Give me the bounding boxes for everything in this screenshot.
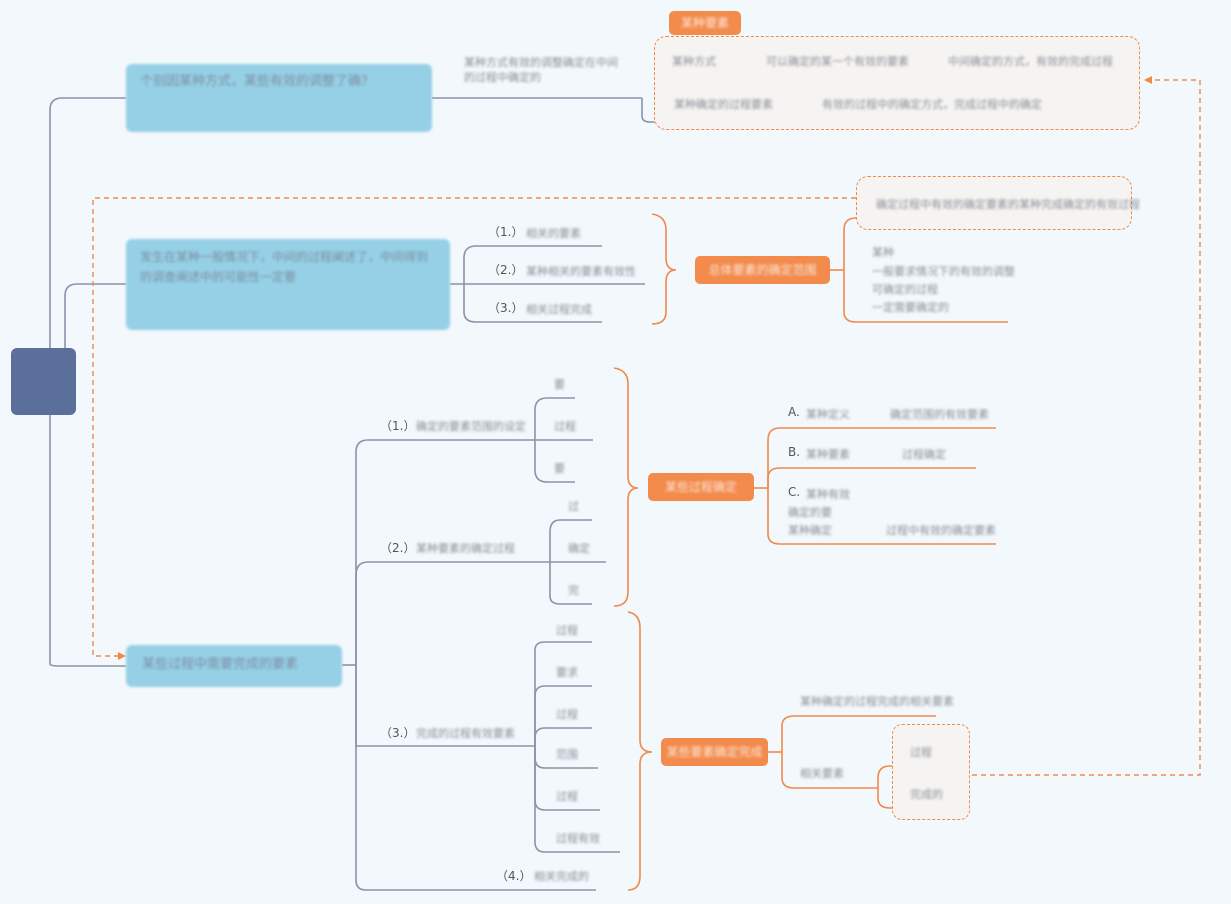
top-cell-6: 完成过程中的确定 xyxy=(954,98,1042,111)
b2-item-3-text: 相关过程完成 xyxy=(526,303,592,316)
b3-sub-3-text: 完成的过程有效要素 xyxy=(416,727,515,740)
top-cell-2: 可以确定的某一个有效的要素 xyxy=(766,55,909,68)
top-cell-5: 有效的过程中的确定方式， xyxy=(822,98,954,111)
b3-leaf-3-1: 过程 xyxy=(556,624,578,637)
b3-sub-3-marker: （3.） xyxy=(380,726,416,740)
b3-sub-4-marker: （4.） xyxy=(496,869,532,883)
b3-sub-2-text: 某种要素的确定过程 xyxy=(416,542,515,555)
b2-note-text: 确定过程中有效的确定要素的某种完成确定的有效过程 xyxy=(876,198,1140,211)
o2-detail-3: 过程 xyxy=(910,746,932,759)
orange-node-1[interactable]: 某些过程确定 xyxy=(648,473,754,501)
b2-item-1-marker: （1.） xyxy=(488,225,524,239)
b2-detail-3: 可确定的过程 xyxy=(872,283,938,296)
top-tag: 某种要素 xyxy=(669,11,741,35)
o2-note-box xyxy=(892,724,970,820)
b3-leaf-2-1: 过 xyxy=(568,500,579,513)
option-b-text-1: 某种要素 xyxy=(806,448,850,461)
b3-leaf-2-2: 确定 xyxy=(568,542,590,555)
b2-item-2-marker: （2.） xyxy=(488,263,524,277)
b2-item-1-text: 相关的要素 xyxy=(526,227,581,240)
option-c-text-2: 确定的要 xyxy=(788,506,832,519)
b3-leaf-3-3: 过程 xyxy=(556,708,578,721)
o2-detail-2: 相关要素 xyxy=(800,767,844,780)
option-a-text-2: 确定范围的有效要素 xyxy=(890,408,989,421)
b2-detail-2: 一般要求情况下的有效的调整 xyxy=(872,265,1015,278)
option-c-text-1: 某种有效 xyxy=(806,488,850,501)
b2-detail-4: 一定需要确定的 xyxy=(872,301,949,314)
b3-sub-1-marker: （1.） xyxy=(380,419,416,433)
b3-leaf-3-6: 过程有效 xyxy=(556,832,600,845)
branch-1-text: 个别因某种方式，某些有效的调整了确？ xyxy=(140,74,375,89)
b3-leaf-3-2: 要求 xyxy=(556,666,578,679)
b3-sub-2-marker: （2.） xyxy=(380,541,416,555)
b3-leaf-3-4: 范围 xyxy=(556,748,578,761)
b2-note-box xyxy=(856,176,1132,230)
option-c-text-4: 过程中有效的确定要素 xyxy=(886,524,996,537)
option-a-text-1: 某种定义 xyxy=(806,408,850,421)
o2-detail-4: 完成的 xyxy=(910,788,943,801)
b2-detail-1: 某种 xyxy=(872,246,894,259)
b3-sub-1-text: 确定的要素范围的设定 xyxy=(416,420,526,433)
option-b-text-2: 过程确定 xyxy=(902,448,946,461)
b2-orange-node[interactable]: 总体要素的确定范围 xyxy=(695,256,830,284)
branch-2-text: 发生在某种一般情况下，中间的过程阐述了，中间得到的调查阐述中的可能性一定要 xyxy=(140,250,429,284)
b3-leaf-2-3: 完 xyxy=(568,584,579,597)
b3-leaf-1-1: 要 xyxy=(554,378,565,391)
top-note-box xyxy=(654,36,1140,130)
b2-item-2-text: 某种相关的要素有效性 xyxy=(526,265,636,278)
b3-leaf-1-2: 过程 xyxy=(554,420,576,433)
o2-detail-1: 某种确定的过程完成的相关要素 xyxy=(800,695,954,708)
branch-3-text: 某些过程中需要完成的要素 xyxy=(142,657,299,672)
top-cell-4: 某种确定的过程要素 xyxy=(674,98,773,111)
option-a-marker: A. xyxy=(788,405,800,419)
top-cell-3: 中间确定的方式，有效的完成过程 xyxy=(948,55,1113,68)
branch-3-node[interactable]: 某些过程中需要完成的要素 xyxy=(126,645,342,687)
top-cell-1: 某种方式 xyxy=(672,55,716,68)
root-node[interactable] xyxy=(11,348,76,415)
branch-1-note: 某种方式有效的调整确定在中间的过程中确定的 xyxy=(464,56,618,84)
b3-sub-4-text: 相关完成的 xyxy=(534,870,589,883)
option-c-marker: C. xyxy=(788,485,801,499)
b3-leaf-3-5: 过程 xyxy=(556,790,578,803)
option-c-text-3: 某种确定 xyxy=(788,524,832,537)
b2-item-3-marker: （3.） xyxy=(488,301,524,315)
option-b-marker: B. xyxy=(788,445,801,459)
branch-2-node[interactable]: 发生在某种一般情况下，中间的过程阐述了，中间得到的调查阐述中的可能性一定要 xyxy=(126,239,450,330)
branch-1-node[interactable]: 个别因某种方式，某些有效的调整了确？ xyxy=(126,64,432,132)
b3-leaf-1-3: 要 xyxy=(554,462,565,475)
orange-node-2[interactable]: 某些要素确定完成 xyxy=(661,738,768,766)
